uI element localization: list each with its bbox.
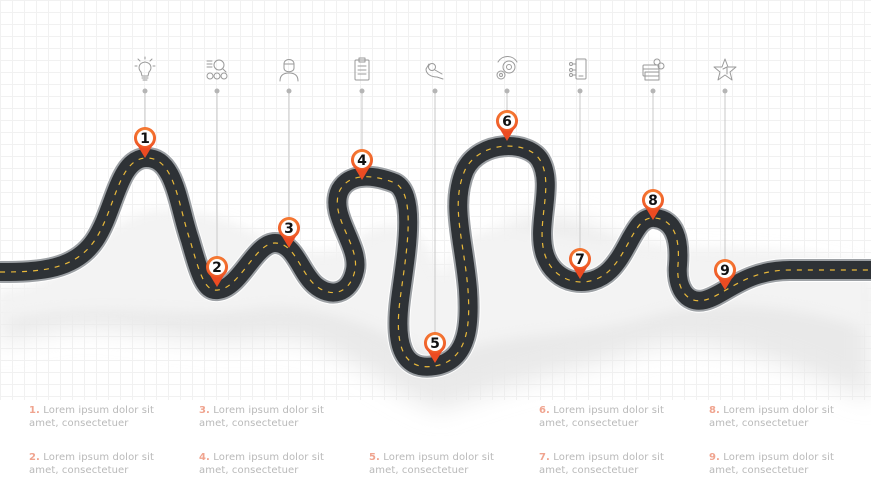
svg-text:5: 5 (430, 336, 440, 352)
step-text-line2: amet, consectetuer (29, 465, 129, 476)
step-text-line1: Lorem ipsum dolor sit (553, 452, 664, 463)
step-text-line2: amet, consectetuer (199, 418, 299, 429)
step-number: 6. (539, 405, 550, 416)
star-trophy-icon (713, 58, 737, 81)
svg-text:7: 7 (575, 252, 585, 268)
hand-coin-icon (425, 63, 444, 80)
pin-6[interactable]: 6 (496, 110, 518, 141)
step-number: 7. (539, 452, 550, 463)
svg-text:2: 2 (212, 260, 222, 276)
step-text-line2: amet, consectetuer (709, 418, 809, 429)
lightbulb-icon (134, 56, 156, 81)
step-label-1: 1. Lorem ipsum dolor sit amet, consectet… (29, 404, 154, 430)
step-number: 5. (369, 452, 380, 463)
step-text-line1: Lorem ipsum dolor sit (43, 452, 154, 463)
svg-text:8: 8 (648, 193, 658, 209)
step-label-6: 6. Lorem ipsum dolor sit amet, consectet… (539, 404, 664, 430)
step-text-line2: amet, consectetuer (369, 465, 469, 476)
connector-dots (142, 88, 728, 94)
person-avatar-icon (279, 59, 299, 82)
credit-card-money-icon (642, 58, 665, 81)
step-label-8: 8. Lorem ipsum dolor sit amet, consectet… (709, 404, 834, 430)
step-number: 1. (29, 405, 40, 416)
step-text-line2: amet, consectetuer (709, 465, 809, 476)
step-text-line1: Lorem ipsum dolor sit (723, 452, 834, 463)
gears-icon (496, 56, 518, 80)
step-text-line2: amet, consectetuer (29, 418, 129, 429)
step-number: 8. (709, 405, 720, 416)
step-text-line1: Lorem ipsum dolor sit (213, 405, 324, 416)
smartphone-network-icon (569, 58, 587, 80)
pin-3[interactable]: 3 (278, 217, 300, 248)
step-text-line2: amet, consectetuer (539, 418, 639, 429)
svg-text:1: 1 (140, 131, 150, 147)
clipboard-icon (354, 57, 370, 81)
step-number: 3. (199, 405, 210, 416)
step-label-3: 3. Lorem ipsum dolor sit amet, consectet… (199, 404, 324, 430)
pin-4[interactable]: 4 (351, 149, 373, 180)
step-label-7: 7. Lorem ipsum dolor sit amet, consectet… (539, 451, 664, 477)
step-label-4: 4. Lorem ipsum dolor sit amet, consectet… (199, 451, 324, 477)
pin-7[interactable]: 7 (569, 248, 591, 279)
step-text-line1: Lorem ipsum dolor sit (213, 452, 324, 463)
pin-5[interactable]: 5 (424, 332, 446, 363)
pin-8[interactable]: 8 (642, 189, 664, 220)
winding-road (0, 134, 871, 379)
step-text-line1: Lorem ipsum dolor sit (383, 452, 494, 463)
step-label-9: 9. Lorem ipsum dolor sit amet, consectet… (709, 451, 834, 477)
step-text-line2: amet, consectetuer (199, 465, 299, 476)
step-text-line1: Lorem ipsum dolor sit (723, 405, 834, 416)
step-label-5: 5. Lorem ipsum dolor sit amet, consectet… (369, 451, 494, 477)
step-text-line1: Lorem ipsum dolor sit (43, 405, 154, 416)
search-analytics-icon (206, 59, 228, 80)
svg-text:3: 3 (284, 221, 294, 237)
step-number: 9. (709, 452, 720, 463)
map-pins: 1 2 3 4 5 6 7 (134, 110, 736, 363)
step-text-line2: amet, consectetuer (539, 465, 639, 476)
pin-2[interactable]: 2 (206, 256, 228, 287)
connector-lines (144, 92, 726, 333)
svg-text:6: 6 (502, 114, 512, 130)
step-text-line1: Lorem ipsum dolor sit (553, 405, 664, 416)
step-number: 4. (199, 452, 210, 463)
svg-text:9: 9 (720, 263, 730, 279)
svg-text:4: 4 (357, 153, 367, 169)
step-number: 2. (29, 452, 40, 463)
step-label-2: 2. Lorem ipsum dolor sit amet, consectet… (29, 451, 154, 477)
pin-1[interactable]: 1 (134, 127, 156, 158)
pin-9[interactable]: 9 (714, 259, 736, 290)
